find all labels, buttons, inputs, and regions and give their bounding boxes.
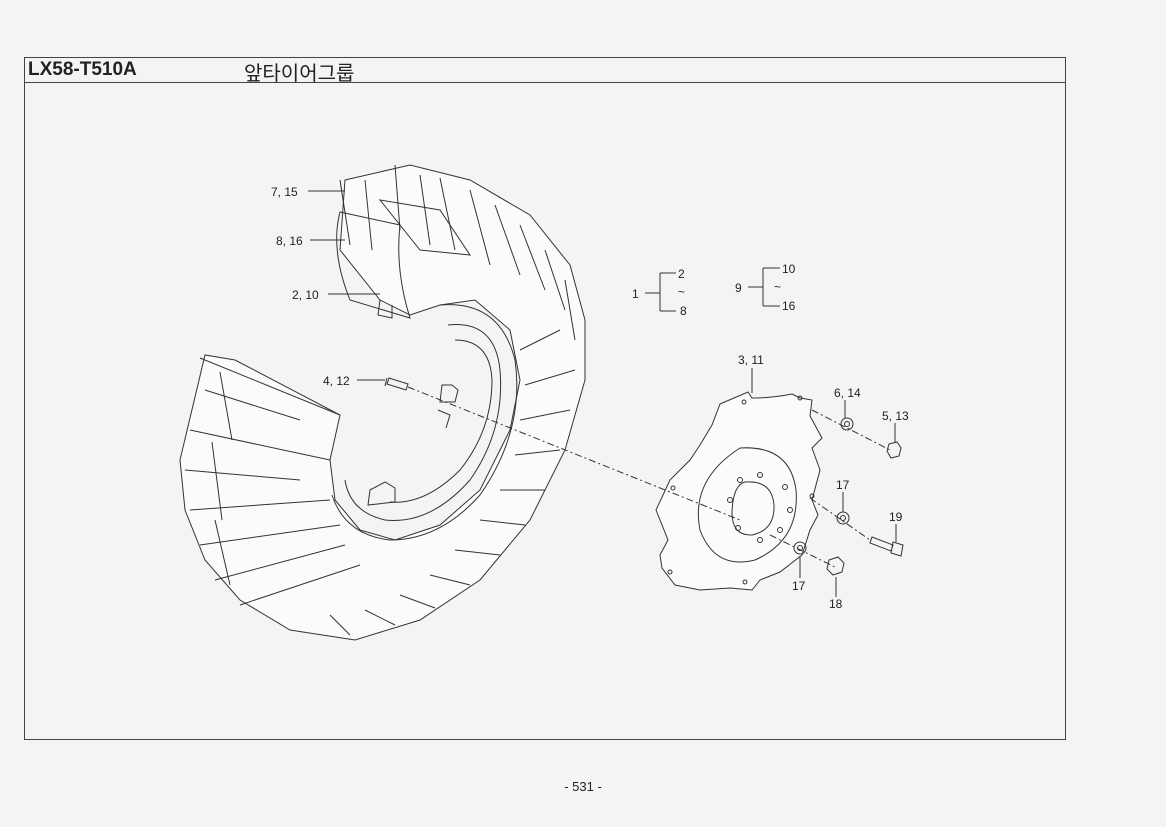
group1-top: 2 xyxy=(678,267,685,281)
center-lines xyxy=(407,386,891,568)
part-labels: 7, 15 8, 16 2, 10 4, 12 3, 11 6, 14 5, 1… xyxy=(271,185,909,611)
tire-body xyxy=(179,164,586,641)
model-code: LX58-T510A xyxy=(28,59,137,80)
disc-outline xyxy=(655,391,823,591)
bolt-19 xyxy=(869,536,904,557)
label-19: 19 xyxy=(889,510,903,524)
hardware xyxy=(793,417,904,576)
disc-inner-ring xyxy=(697,447,797,563)
group2-top: 10 xyxy=(782,262,796,276)
label-17-lower: 17 xyxy=(792,579,806,593)
nut-5-13 xyxy=(886,441,902,459)
valve-bolt xyxy=(384,377,409,391)
tire xyxy=(179,164,586,641)
leader-lines xyxy=(308,190,897,597)
disc-bolt-holes xyxy=(667,395,815,585)
label-5-13: 5, 13 xyxy=(882,409,909,423)
group1-tilde: ~ xyxy=(678,285,685,299)
label-18: 18 xyxy=(829,597,843,611)
rim-clip-3 xyxy=(367,481,396,506)
rim-clip-2 xyxy=(437,384,459,429)
group2-tilde: ~ xyxy=(774,280,781,294)
page-number: - 531 - xyxy=(564,779,602,794)
header-bar: LX58-T510A 앞타이어그룹 xyxy=(24,57,1066,85)
group-title: 앞타이어그룹 xyxy=(244,61,355,85)
label-7-15: 7, 15 xyxy=(271,185,298,199)
tire-tread-top xyxy=(339,164,576,341)
label-17-upper: 17 xyxy=(836,478,850,492)
rim-edge-inner xyxy=(344,324,502,521)
nut-18 xyxy=(826,556,845,576)
tire-tread-right xyxy=(329,329,576,636)
tire-tread-left xyxy=(184,357,361,606)
group1-bottom: 8 xyxy=(680,304,687,318)
wheel-disc xyxy=(655,391,823,591)
label-8-16: 8, 16 xyxy=(276,234,303,248)
rim-clip-1 xyxy=(377,299,393,319)
group2-parent: 9 xyxy=(735,281,742,295)
rim-edge-outer xyxy=(331,304,518,541)
label-3-11: 3, 11 xyxy=(738,353,764,367)
washer-17-lower xyxy=(793,541,807,555)
label-4-12: 4, 12 xyxy=(323,374,350,388)
washer-6-14 xyxy=(840,417,854,431)
group2-bottom: 16 xyxy=(782,299,796,313)
label-2-10: 2, 10 xyxy=(292,288,319,302)
group-brackets xyxy=(645,267,780,312)
drawing-frame xyxy=(24,57,1066,740)
disc-hub xyxy=(731,481,775,536)
group1-parent: 1 xyxy=(632,287,639,301)
label-6-14: 6, 14 xyxy=(834,386,861,400)
